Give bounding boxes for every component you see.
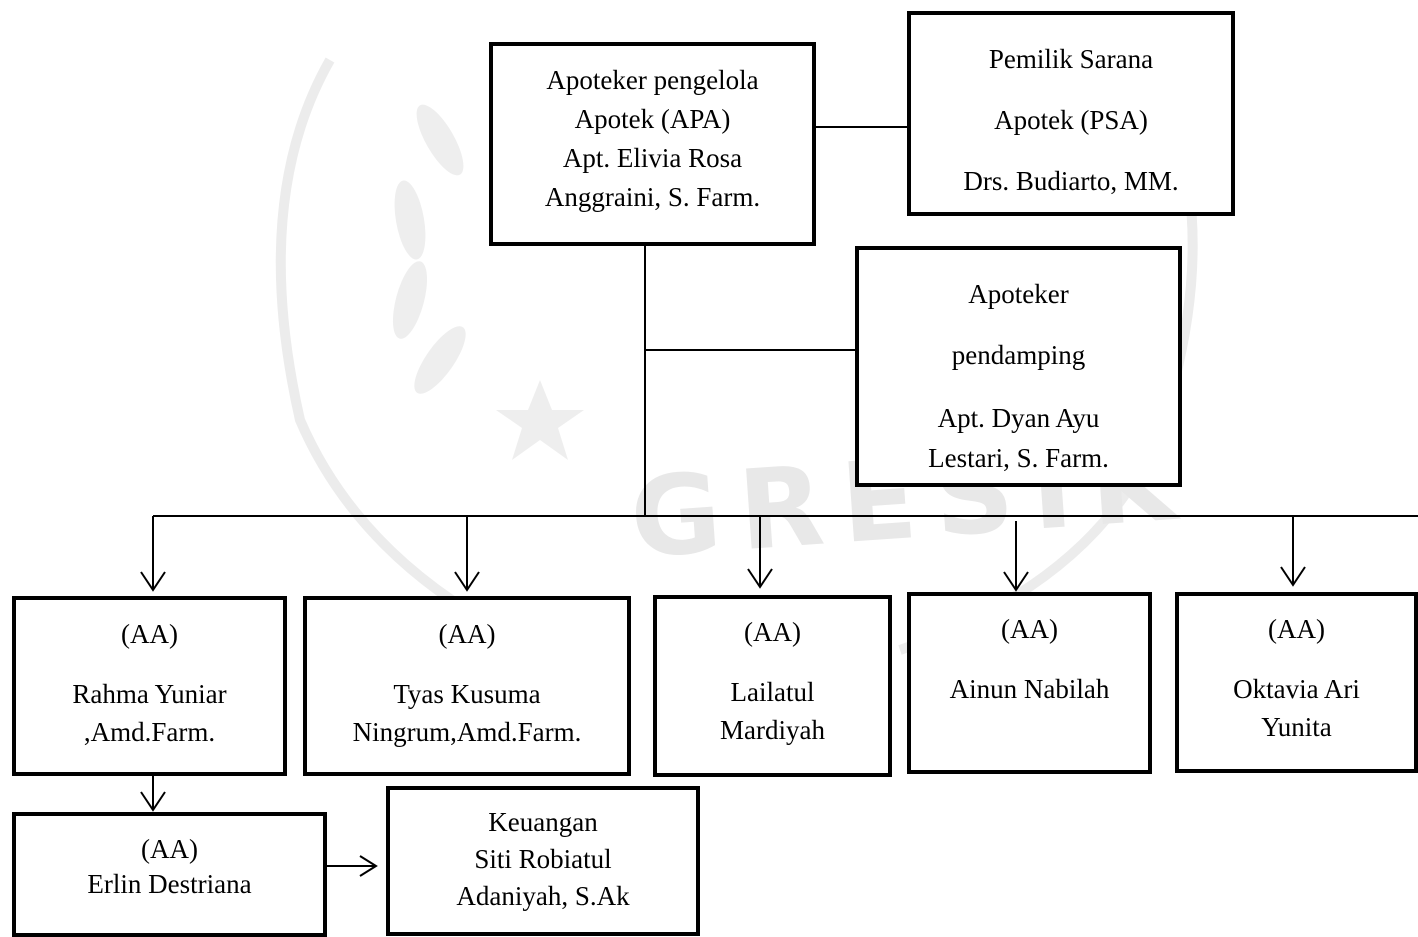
box-line: (AA) bbox=[438, 619, 496, 649]
aa-ainun-box: (AA) Ainun Nabilah bbox=[907, 592, 1152, 774]
box-line: Apt. Elivia Rosa bbox=[562, 143, 743, 173]
box-line: Adaniyah, S.Ak bbox=[456, 881, 630, 911]
aa-lailatul-box: (AA) Lailatul Mardiyah bbox=[653, 595, 892, 777]
aa-erlin-box: (AA) Erlin Destriana bbox=[12, 812, 327, 937]
box-line: Drs. Budiarto, MM. bbox=[963, 166, 1179, 196]
star-icon bbox=[496, 380, 584, 460]
box-line: Apotek (APA) bbox=[574, 104, 731, 134]
box-line: Apotek (PSA) bbox=[994, 105, 1148, 135]
box-line: Siti Robiatul bbox=[474, 844, 612, 874]
psa-box: Pemilik Sarana Apotek (PSA) Drs. Budiart… bbox=[907, 11, 1235, 216]
box-line: Lailatul bbox=[730, 677, 815, 707]
box-line: Lestari, S. Farm. bbox=[928, 443, 1109, 473]
box-line: Erlin Destriana bbox=[87, 869, 252, 899]
box-line: Yunita bbox=[1261, 712, 1332, 742]
box-line: (AA) bbox=[141, 834, 198, 864]
pendamping-box: Apoteker pendamping Apt. Dyan Ayu Lestar… bbox=[855, 246, 1182, 487]
box-line: Ainun Nabilah bbox=[949, 674, 1110, 704]
aa-tyas-box: (AA) Tyas Kusuma Ningrum,Amd.Farm. bbox=[303, 596, 631, 776]
box-line: Tyas Kusuma bbox=[393, 679, 541, 709]
box-line: Mardiyah bbox=[720, 715, 825, 745]
box-line: Oktavia Ari bbox=[1233, 674, 1360, 704]
box-line: (AA) bbox=[744, 617, 801, 647]
aa-oktavia-box: (AA) Oktavia Ari Yunita bbox=[1175, 592, 1418, 773]
box-line: Ningrum,Amd.Farm. bbox=[352, 717, 582, 747]
box-line: Pemilik Sarana bbox=[988, 44, 1154, 74]
box-line: (AA) bbox=[121, 619, 178, 649]
box-line: Rahma Yuniar bbox=[72, 679, 227, 709]
box-line: (AA) bbox=[1001, 614, 1058, 644]
box-line: pendamping bbox=[951, 340, 1086, 370]
keuangan-box: Keuangan Siti Robiatul Adaniyah, S.Ak bbox=[386, 786, 700, 936]
box-line: ,Amd.Farm. bbox=[83, 717, 216, 747]
box-line: (AA) bbox=[1268, 614, 1325, 644]
box-line: Apt. Dyan Ayu bbox=[937, 403, 1100, 433]
apa-box: Apoteker pengelola Apotek (APA) Apt. Eli… bbox=[489, 42, 816, 246]
box-line: Apoteker bbox=[968, 279, 1069, 309]
box-line: Keuangan bbox=[488, 807, 598, 837]
aa-rahma-box: (AA) Rahma Yuniar ,Amd.Farm. bbox=[12, 596, 287, 776]
box-line: Anggraini, S. Farm. bbox=[544, 182, 761, 212]
box-line: Apoteker pengelola bbox=[546, 65, 759, 95]
